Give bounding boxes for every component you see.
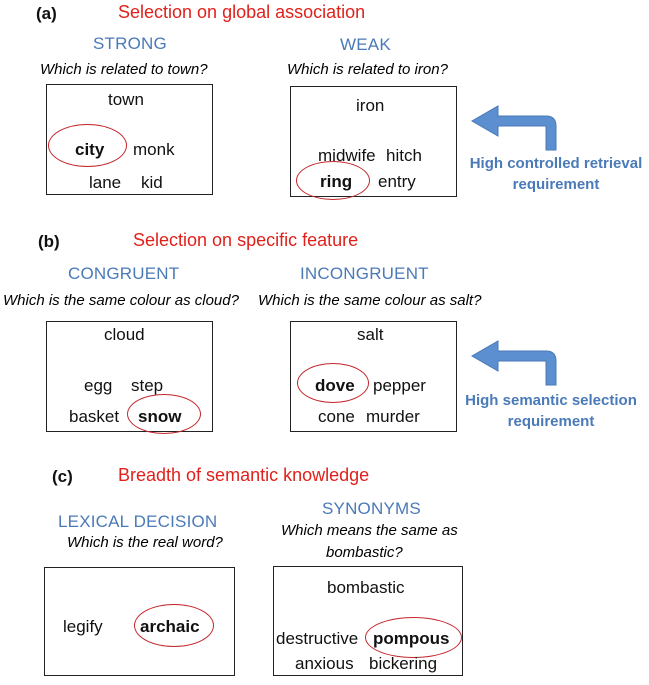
- distractor-word: bickering: [369, 654, 438, 673]
- incongruent-heading: INCONGRUENT: [300, 264, 429, 283]
- panel-a-title: Selection on global association: [118, 2, 366, 22]
- distractor-word: destructive: [276, 629, 359, 648]
- left-arrow-icon: [470, 340, 557, 386]
- strong-question: Which is related to town?: [40, 61, 208, 78]
- panel-a-label: (a): [36, 4, 57, 23]
- panel-c-title: Breadth of semantic knowledge: [118, 465, 370, 485]
- target-oval: [296, 161, 370, 200]
- panel-b-title: Selection on specific feature: [133, 230, 359, 250]
- requirement-label: High semantic selection: [465, 392, 637, 409]
- distractor-word: legify: [63, 617, 103, 636]
- incongruent-question: Which is the same colour as salt?: [258, 292, 482, 309]
- distractor-word: basket: [69, 407, 120, 426]
- left-arrow-icon: [470, 105, 557, 151]
- probe-word: town: [108, 90, 144, 109]
- synonyms-question: bombastic?: [326, 544, 403, 561]
- distractor-word: lane: [89, 173, 122, 192]
- target-word: city: [75, 140, 105, 159]
- target-word: archaic: [140, 617, 200, 636]
- congruent-question: Which is the same colour as cloud?: [3, 292, 239, 309]
- distractor-word: monk: [133, 140, 175, 159]
- target-word: dove: [315, 376, 355, 395]
- panel-b-label: (b): [38, 232, 60, 251]
- distractor-word: anxious: [295, 654, 354, 673]
- target-oval: [297, 363, 369, 403]
- requirement-label: High controlled retrieval: [469, 155, 643, 172]
- strong-heading: STRONG: [93, 34, 167, 53]
- target-oval: [365, 617, 462, 658]
- target-oval: [134, 604, 214, 647]
- distractor-word: midwife: [318, 146, 376, 165]
- probe-word: salt: [357, 325, 384, 344]
- target-word: ring: [320, 172, 353, 191]
- incongruent-trial-box: [290, 321, 457, 432]
- distractor-word: cone: [318, 407, 355, 426]
- lexical-question: Which is the real word?: [67, 534, 223, 551]
- weak-question: Which is related to iron?: [287, 61, 448, 78]
- synonyms-heading: SYNONYMS: [322, 499, 421, 518]
- congruent-heading: CONGRUENT: [68, 264, 180, 283]
- target-word: snow: [138, 407, 182, 426]
- target-oval: [127, 394, 201, 434]
- distractor-word: egg: [84, 376, 113, 395]
- probe-word: bombastic: [327, 578, 405, 597]
- target-oval: [48, 124, 127, 167]
- requirement-label: requirement: [512, 176, 600, 193]
- distractor-word: hitch: [386, 146, 422, 165]
- probe-word: iron: [356, 96, 385, 115]
- distractor-word: entry: [378, 172, 416, 191]
- lexical-heading: LEXICAL DECISION: [58, 512, 218, 531]
- panel-c-label: (c): [52, 467, 73, 486]
- distractor-word: pepper: [373, 376, 426, 395]
- distractor-word: murder: [366, 407, 420, 426]
- synonyms-question: Which means the same as: [281, 522, 458, 539]
- requirement-label: requirement: [507, 413, 595, 430]
- probe-word: cloud: [104, 325, 145, 344]
- distractor-word: step: [131, 376, 164, 395]
- target-word: pompous: [373, 629, 450, 648]
- weak-heading: WEAK: [340, 35, 391, 54]
- distractor-word: kid: [141, 173, 163, 192]
